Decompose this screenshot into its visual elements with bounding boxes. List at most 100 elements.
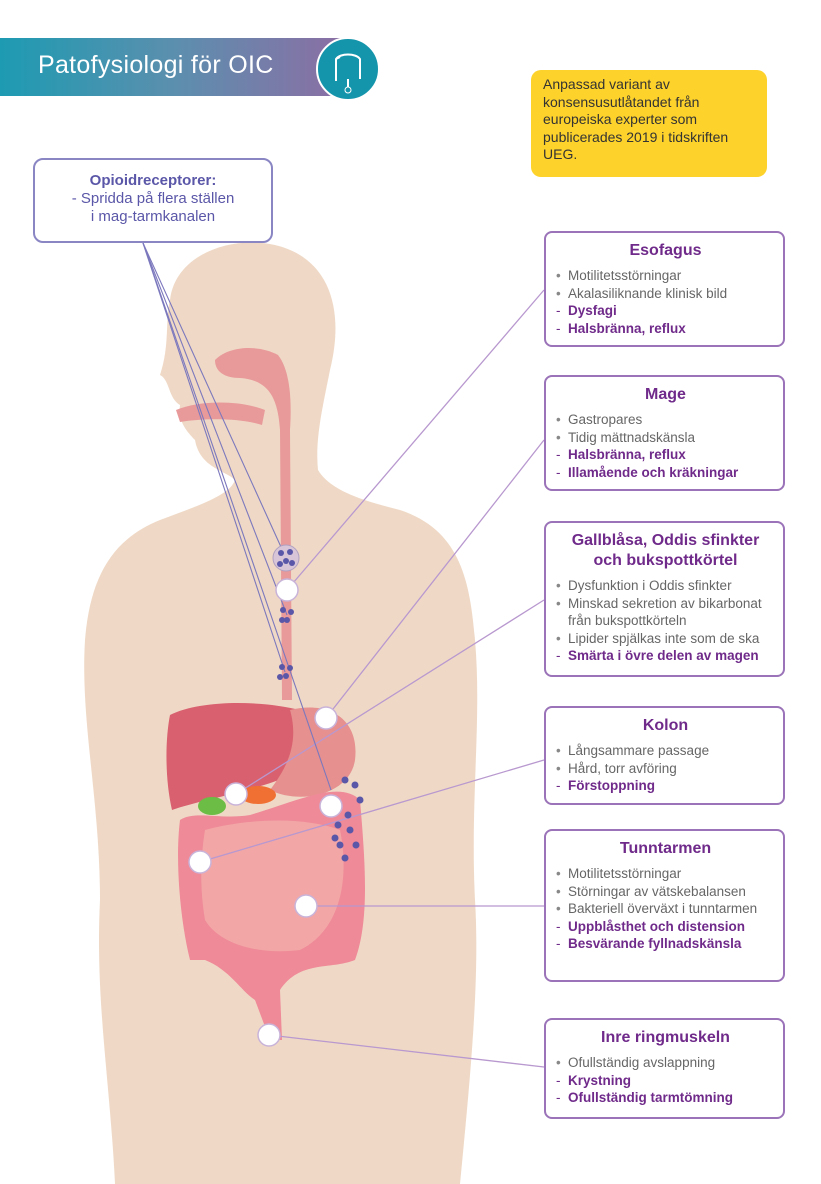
symptom-item: -Ofullständig tarmtömning [556, 1089, 775, 1107]
item-text: Halsbränna, reflux [568, 320, 686, 336]
bullet-marker: - [556, 303, 561, 318]
item-text: Lipider spjälkas inte som de ska [568, 630, 760, 646]
finding-item: • Minskad sekretion av bikarbonat från bu… [556, 595, 775, 630]
item-text: Smärta i övre delen av magen [568, 648, 759, 663]
bullet-marker: - [556, 464, 561, 480]
item-text: Långsammare passage [568, 743, 710, 758]
symptom-item: -Uppblåsthet och distension [556, 918, 775, 936]
gallbladder [198, 797, 226, 815]
finding-item: • Gastropares [556, 411, 775, 429]
bullet-marker: - [556, 648, 561, 663]
box-title: Kolon [642, 717, 689, 734]
bullet-marker: • [556, 429, 561, 445]
finding-item: • Hård, torr avföring [556, 760, 775, 778]
item-text: Tidig mättnadskänsla [568, 429, 696, 445]
box-title: Tunntarmen [619, 840, 712, 857]
item-text: Förstoppning [568, 778, 655, 793]
item-text: Dysfunktion i Oddis sfinkter [568, 578, 732, 593]
item-text: Krystning [568, 1072, 632, 1088]
page-title: Patofysiologi för OIC [38, 51, 274, 79]
bullet-marker: - [556, 320, 561, 336]
item-text: Ofullständig avslappning [568, 1055, 716, 1070]
symptom-item: -Smärta i övre delen av magen [556, 647, 775, 665]
bullet-marker: • [556, 268, 561, 283]
box-kolon: Kolon •Långsammare passage• Hård, torr avf… [544, 706, 785, 805]
opioid-line: i mag-tarmkanalen [90, 208, 216, 225]
receptor-clusters [272, 544, 364, 862]
symptom-item: -Halsbränna, reflux [556, 320, 775, 338]
item-text: Akalasiliknande klinisk bild [568, 285, 728, 301]
bullet-marker: • [556, 760, 561, 776]
item-text: Motilitetsstörningar [568, 866, 682, 881]
box-title: Esofagus [629, 242, 702, 259]
box-inre-ringmuskeln: Inre ringmuskeln • Ofullständig avslappnin… [544, 1018, 785, 1119]
item-text: Hård, torr avföring [568, 760, 677, 776]
box-title: Mage [645, 386, 686, 403]
opioid-title: Opioidreceptorer: [89, 172, 217, 189]
bullet-marker: • [556, 901, 561, 916]
stomach [270, 707, 356, 797]
bullet-marker: - [556, 918, 561, 934]
finding-item: • Bakteriell överväxt i tunntarmen [556, 900, 775, 918]
bullet-marker: • [556, 285, 561, 301]
liver [166, 703, 313, 810]
box-mage: Mage•Gastropares•Tidig mättnadskänsla-Ha… [544, 375, 785, 491]
item-text: Gastropares [568, 412, 643, 427]
finding-item: • Störningar av vätskebalansen [556, 883, 775, 901]
item-text: Dysfagi [568, 303, 617, 318]
location-markers [188, 578, 343, 1047]
item-text: Bakteriell överväxt i tunntarmen [568, 901, 758, 916]
bullet-marker: - [556, 1072, 561, 1088]
bullet-marker: - [556, 447, 561, 462]
item-text: Ofullständig tarmtömning [568, 1090, 733, 1105]
item-text: Uppblåsthet och distension [568, 918, 746, 934]
bullet-marker: • [556, 883, 561, 899]
box-esofagus: Esofagus • Motilitetsstörningar • Akalasilik… [544, 231, 785, 347]
box-title: Gallblåsa, Oddis sfinkter och bukspottkö… [571, 532, 760, 569]
item-text: Illamående och kräkningar [568, 464, 739, 480]
finding-item: • Dysfunktion i Oddis sfinkter [556, 577, 775, 595]
box-title: Inre ringmuskeln [601, 1029, 730, 1046]
item-text: Motilitetsstörningar [568, 268, 682, 283]
finding-item: • Lipider spjälkas inte som de ska [556, 630, 775, 648]
receptor-lines [142, 242, 332, 791]
finding-item: • Motilitetsstörningar [556, 267, 775, 285]
opioid-receptors-box: Opioidreceptorer: - Spridda på flera stä… [33, 158, 273, 243]
opioid-line: - Spridda på flera ställen [71, 190, 235, 207]
bullet-marker: - [556, 778, 561, 793]
bullet-marker: • [556, 412, 561, 427]
finding-item: • Ofullständig avslappning [556, 1054, 775, 1072]
bullet-marker: • [556, 578, 561, 593]
bullet-marker: • [556, 630, 561, 646]
item-text: Besvärande fyllnadskänsla [568, 936, 742, 951]
symptom-item: -Besvärande fyllnadskänsla [556, 935, 775, 953]
symptom-item: -Illamående och kräkningar [556, 464, 775, 482]
item-text: Störningar av vätskebalansen [568, 883, 746, 899]
symptom-item: -Dysfagi [556, 302, 775, 320]
bullet-marker: - [556, 1090, 561, 1105]
item-text: Halsbränna, reflux [568, 447, 686, 462]
item-text: Minskad sekretion av bikarbonat från buk… [568, 595, 762, 629]
symptom-item: -Halsbränna, reflux [556, 446, 775, 464]
small-intestine [201, 820, 344, 952]
bullet-marker: • [556, 595, 561, 611]
box-gallblasa: Gallblåsa, Oddis sfinkter och bukspottkö… [544, 521, 785, 677]
box-tunntarmen: Tunntarmen • Motilitetsstörningar • Störning… [544, 829, 785, 982]
source-note: Anpassad variant av konsensusutlåtandet … [531, 70, 767, 177]
bullet-marker: • [556, 1055, 561, 1070]
symptom-item: -Förstoppning [556, 777, 775, 795]
bullet-marker: • [556, 866, 561, 881]
colon-icon [316, 37, 380, 101]
finding-item: • Akalasiliknande klinisk bild [556, 285, 775, 303]
pancreas [240, 786, 276, 804]
bullet-marker: - [556, 936, 561, 951]
throat [215, 348, 292, 700]
connector-lines [199, 289, 545, 1068]
finding-item: •Långsammare passage [556, 742, 775, 760]
finding-item: • Motilitetsstörningar [556, 865, 775, 883]
finding-item: • Tidig mättnadskänsla [556, 429, 775, 447]
title-banner: Patofysiologi för OIC [0, 38, 345, 96]
symptom-item: -Krystning [556, 1072, 775, 1090]
